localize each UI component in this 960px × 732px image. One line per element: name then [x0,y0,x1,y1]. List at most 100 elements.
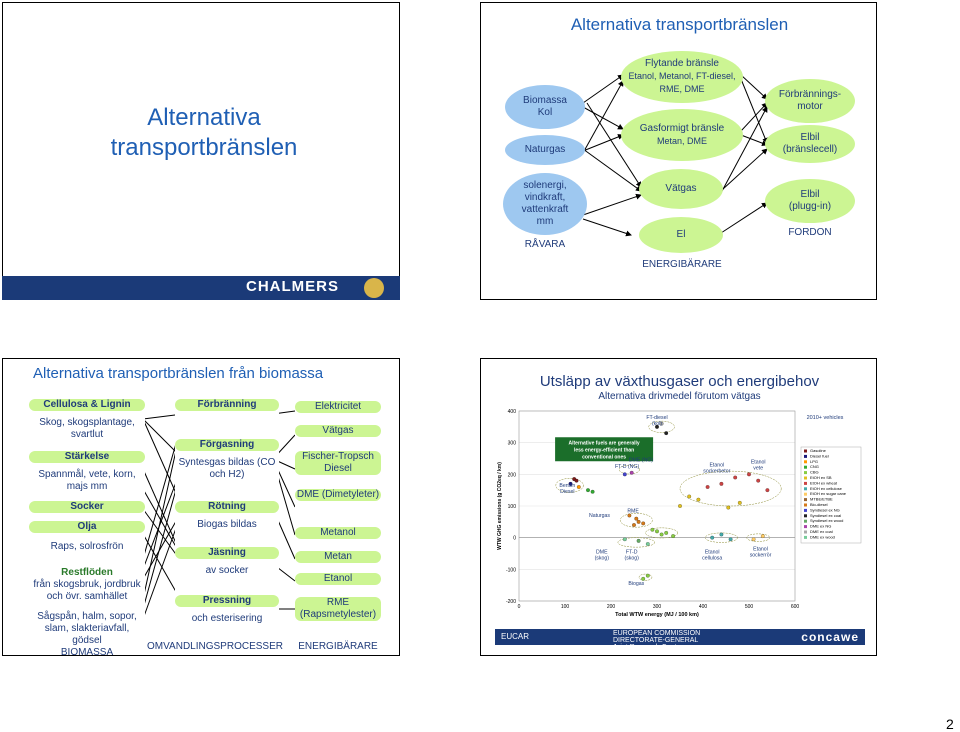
annotation-label: sockerbetor [703,468,730,474]
x-tick-label: 300 [653,604,662,610]
legend-entry: DME ex wood [810,534,835,539]
y-tick-label: -200 [506,599,516,605]
waste-item: Sågspån, halm, sopor, slam, slakteriavfa… [37,611,137,646]
rme-item: RME (Rapsmetylester) [295,597,381,621]
x-tick-label: 200 [607,604,616,610]
callout-text: less energy-efficient than [574,447,634,453]
legend-swatch [804,487,807,491]
data-point [696,497,701,502]
liquid-fuel-title: Flytande bränsle [645,58,719,69]
methane-item: Metan [295,551,381,563]
annotation-label: Bensin [559,483,575,489]
data-point [655,424,659,429]
data-point [641,576,646,581]
group-outline [617,537,655,548]
data-point [636,519,641,524]
annotation-label: DME [596,550,608,556]
annotation-label: Etanol [709,462,724,468]
y-tick-label: 0 [513,536,516,542]
group-outline [555,478,584,493]
legend-entry: EtOH ex sugar cane [810,491,847,496]
page-number: 2 [946,716,954,732]
annotation-label: FT-D [626,550,638,556]
data-point [705,485,710,489]
concawe-logo: concawe [801,630,859,644]
fuelcell-label: Elbil (bränslecell) [782,132,838,155]
plugin-label: Elbil (plugg-in) [788,189,832,212]
group-outline [679,470,782,507]
biomass-column: Cellulosa & Lignin Skog, skogsplantage, … [29,397,145,656]
annotation-label: (skog) [595,556,610,562]
biogas-item: Biogas bildas [197,519,257,530]
slide-2: Alternativa transportbränslen Biomassa K… [480,2,877,300]
y-tick-label: 400 [508,409,517,415]
legend-entry: Bio-diesel [810,502,828,507]
legend-swatch [804,481,807,485]
biomass-node: Biomassa Kol [505,85,585,129]
gas-fuel-items: Metan, DME [656,135,707,146]
energy-carrier-label: ENERGIBÄRARE [642,259,722,270]
data-point [636,538,641,543]
syngas-item: Syntesgas bildas (CO och H2) [178,457,276,480]
pressing-item: Pressning [175,595,279,607]
data-point [632,523,636,527]
annotation-label: Naturgas [589,513,610,519]
data-point [645,573,650,578]
legend-swatch [804,476,807,480]
data-point [678,504,682,508]
data-point [751,537,756,542]
legend-swatch [804,503,807,507]
legend-swatch [804,471,807,475]
slide-3: Alternativa transportbränslen från bioma… [2,358,400,656]
chalmers-bar: CHALMERS [2,276,400,300]
group-outline [746,533,770,542]
legend-swatch [804,519,807,523]
legend-swatch [804,530,807,534]
data-point [671,534,676,538]
data-point [737,500,742,505]
methanol-item: Metanol [295,527,381,539]
chart-footer: EUCAR EUROPEAN COMMISSION DIRECTORATE-GE… [495,629,865,651]
y-axis-label: WTW GHG emissions (g CO2eq / km) [497,462,503,550]
annotation-label: Biogas [628,581,644,587]
ft-diesel-item: Fischer-Tropsch Diesel [295,451,381,475]
x-tick-label: 0 [518,604,521,610]
data-point [659,421,664,426]
data-point [650,527,655,532]
crest-icon [364,278,384,298]
fermentation-item: Jäsning [175,547,279,559]
gasification-item: Förgasning [175,439,279,451]
data-point [719,532,724,537]
biomass-label: BIOMASSA [60,647,114,656]
y-tick-label: 300 [508,441,517,447]
callout-text: Alternative fuels are generally [569,440,640,446]
legend-swatch [804,535,807,539]
data-point [719,481,724,486]
gas-fuel-title: Gasformigt bränsle [639,122,725,134]
solar-node: solenergi, vindkraft, vattenkraft mm [503,173,587,235]
data-point [726,505,731,510]
raw-material-label: RÅVARA [524,239,566,250]
data-point [659,532,664,537]
oil-item: Olja [29,521,145,533]
y-tick-label: 200 [508,472,517,478]
hydrogen-item: Vätgas [295,425,381,437]
legend-swatch [804,460,807,464]
data-point [590,489,595,494]
process-column: Förbränning Förgasning Syntesgas bildas … [175,397,279,653]
naturgas-node: Naturgas [505,135,585,165]
group-outline [645,527,678,539]
data-point [687,494,692,499]
data-point [627,513,632,518]
legend-entry: Syndiesel ex NG [810,507,840,512]
combustion-item: Förbränning [175,399,279,411]
vatgas-label: Vätgas [665,183,697,194]
legend-swatch [804,514,807,518]
data-point [664,431,669,436]
legend-box [800,446,862,544]
data-point [574,478,579,483]
data-point [586,488,590,493]
annotation-label: Etanol [751,459,766,465]
annotation-label: vete [753,465,763,471]
legend-entry: DME ex NG [810,524,831,529]
